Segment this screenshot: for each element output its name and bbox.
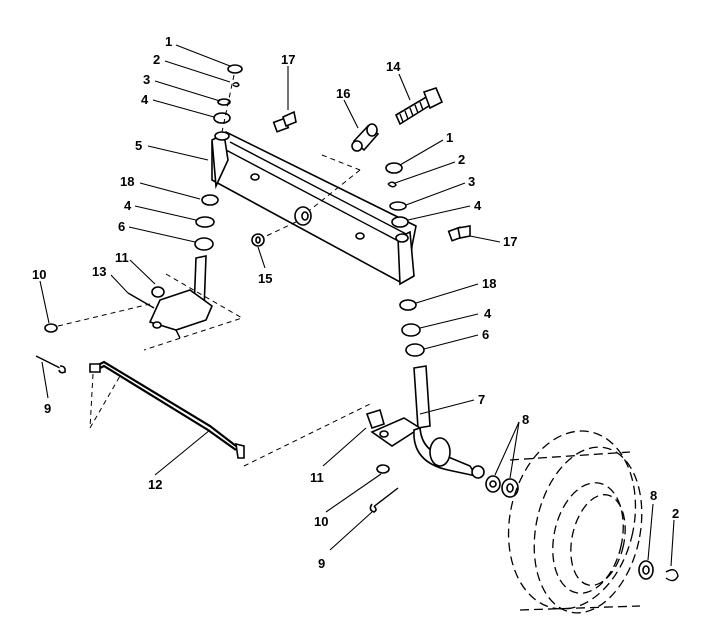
callout-4: 4 xyxy=(141,92,149,107)
pivot-bolt xyxy=(394,87,444,126)
callout-1: 1 xyxy=(446,130,453,145)
wheel-tire xyxy=(507,430,643,614)
callout-3: 3 xyxy=(468,174,475,189)
callout-12: 12 xyxy=(148,477,162,492)
callout-6: 6 xyxy=(482,327,489,342)
callout-15: 15 xyxy=(258,271,272,286)
callout-4: 4 xyxy=(484,306,492,321)
callout-2: 2 xyxy=(153,52,160,67)
callout-17: 17 xyxy=(503,234,517,249)
spacer xyxy=(351,123,380,152)
callout-3: 3 xyxy=(143,72,150,87)
callout-14: 14 xyxy=(386,59,401,74)
leader-lines xyxy=(39,44,675,567)
right-top-stack xyxy=(385,162,409,243)
callout-18: 18 xyxy=(482,276,496,291)
right-spindle xyxy=(370,365,485,479)
right-lower-washers xyxy=(399,299,425,357)
callout-2: 2 xyxy=(458,152,465,167)
callout-7: 7 xyxy=(478,392,485,407)
callout-8: 8 xyxy=(650,488,657,503)
callout-10: 10 xyxy=(32,267,46,282)
hub-washer-clip xyxy=(638,560,679,582)
callout-11: 11 xyxy=(115,250,129,265)
callout-18: 18 xyxy=(120,174,134,189)
callout-10: 10 xyxy=(314,514,328,529)
callout-13: 13 xyxy=(92,264,106,279)
grease-fitting-right xyxy=(447,225,471,242)
callout-17: 17 xyxy=(281,52,295,67)
callout-8: 8 xyxy=(522,412,529,427)
axle-beam xyxy=(211,131,417,286)
spindle-washers xyxy=(485,475,519,498)
callout-9: 9 xyxy=(44,401,51,416)
callout-1: 1 xyxy=(165,34,172,49)
center-pivot xyxy=(294,206,312,226)
left-washer-pin xyxy=(35,303,151,374)
callout-11: 11 xyxy=(310,470,324,485)
washer-15 xyxy=(251,233,265,247)
left-lower-washers xyxy=(194,194,219,251)
callout-labels: 1 2 3 4 17 16 14 5 1 2 3 4 18 4 6 17 11 … xyxy=(32,34,679,571)
callout-6: 6 xyxy=(118,219,125,234)
callout-5: 5 xyxy=(135,138,142,153)
callout-2: 2 xyxy=(672,506,679,521)
callout-4: 4 xyxy=(124,198,132,213)
grease-fitting-left xyxy=(272,110,297,133)
callout-9: 9 xyxy=(318,556,325,571)
left-top-stack xyxy=(213,64,243,141)
callout-16: 16 xyxy=(336,86,350,101)
callout-4: 4 xyxy=(474,198,482,213)
drag-link xyxy=(89,360,371,467)
pivot-leader-dashes xyxy=(261,154,361,239)
right-nut-washer-pin xyxy=(365,408,399,513)
left-spindle xyxy=(127,255,244,351)
